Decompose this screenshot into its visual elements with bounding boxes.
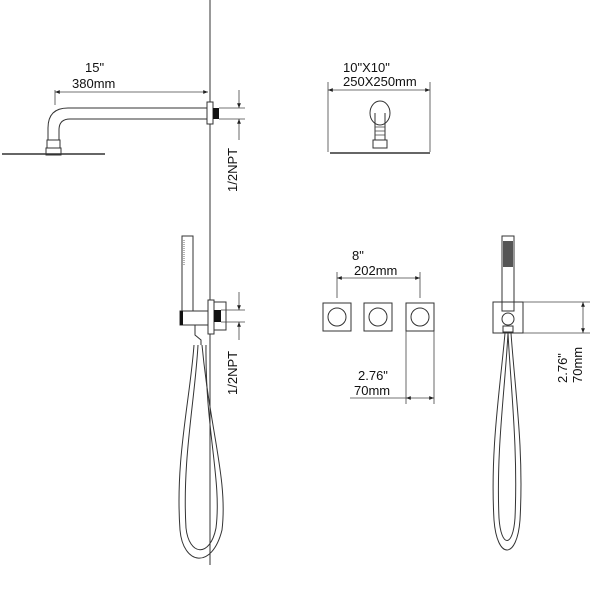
- hand-npt-label: 1/2NPT: [225, 351, 240, 395]
- hand-shower-side-view: [178, 235, 245, 559]
- arm-length-in: 15": [85, 60, 104, 75]
- valve-spacing-mm: 202mm: [354, 263, 397, 278]
- shower-arm-side-view: [2, 90, 245, 156]
- holder-height-mm: 70mm: [570, 347, 585, 383]
- arm-npt-label: 1/2NPT: [225, 148, 240, 192]
- head-size-mm: 250X250mm: [343, 74, 417, 89]
- valve-plates: [322, 272, 435, 404]
- valve-plate-mm: 70mm: [354, 383, 390, 398]
- arm-length-mm: 380mm: [72, 76, 115, 91]
- shower-head-front-view: [327, 82, 431, 154]
- valve-plate-in: 2.76": [358, 368, 388, 383]
- valve-spacing-in: 8": [352, 248, 364, 263]
- hand-shower-front-view: [492, 235, 590, 551]
- head-size-in: 10"X10": [343, 60, 390, 75]
- holder-height-in: 2.76": [555, 353, 570, 383]
